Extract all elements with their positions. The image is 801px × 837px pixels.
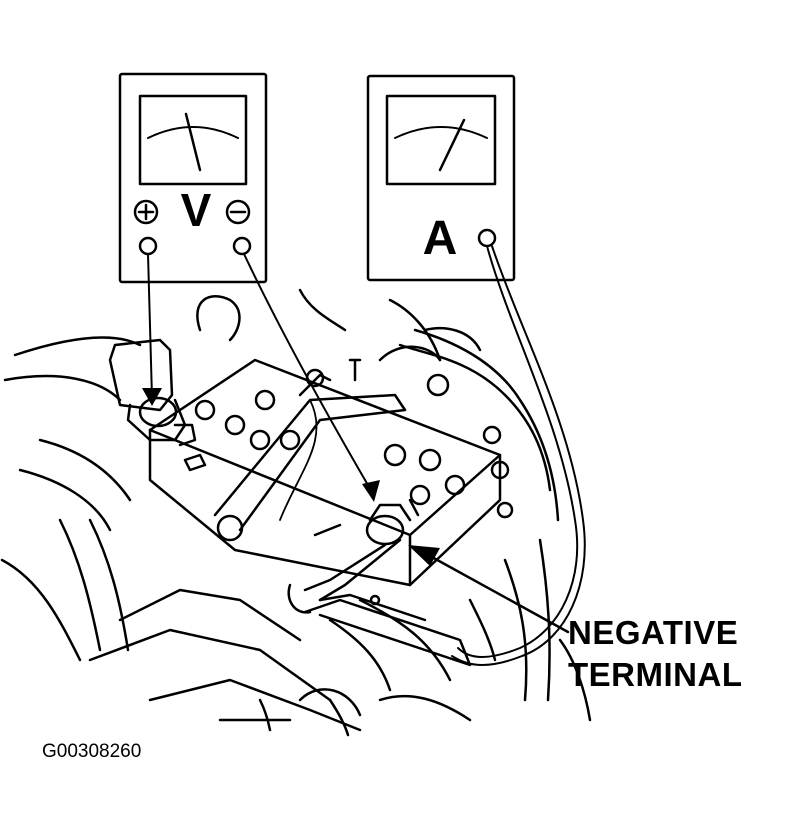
bracket-bolt-icon: [216, 514, 244, 542]
callout-label: NEGATIVE TERMINAL: [568, 612, 742, 696]
ammeter-jack: [477, 228, 497, 248]
minus-terminal-icon: [225, 199, 251, 225]
voltmeter: [118, 72, 268, 284]
engine-bay-background: [0, 288, 592, 737]
ammeter-body: [366, 74, 516, 282]
voltmeter-negative-jack: [232, 236, 252, 256]
test-leads: [142, 245, 586, 666]
figure-id: G00308260: [42, 741, 142, 762]
callout-line-1: NEGATIVE: [568, 614, 739, 651]
voltmeter-body: [118, 72, 268, 284]
probe-arrow-icon: [142, 388, 162, 406]
voltmeter-dial: [138, 94, 248, 186]
callout-line-2: TERMINAL: [568, 656, 743, 693]
ammeter-dial: [385, 94, 497, 186]
voltmeter-positive-jack: [138, 236, 158, 256]
ammeter: [366, 74, 516, 282]
positive-terminal: [108, 338, 197, 447]
voltmeter-symbol: V: [181, 184, 212, 236]
battery: [148, 358, 502, 587]
ammeter-symbol: A: [423, 212, 458, 265]
arrow-head-icon: [408, 545, 440, 566]
callout-arrow: [408, 545, 570, 634]
plus-terminal-icon: [133, 199, 159, 225]
probe-arrow-icon: [362, 480, 380, 502]
ammeter-needle: [438, 118, 466, 172]
negative-terminal: [287, 498, 472, 667]
voltmeter-needle: [184, 112, 202, 172]
